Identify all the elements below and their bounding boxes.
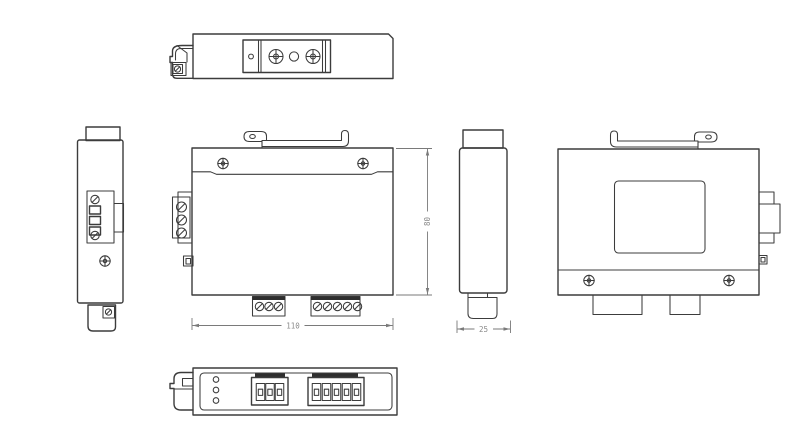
screw-icon xyxy=(583,274,595,287)
device-outline xyxy=(192,33,394,80)
screw-icon xyxy=(723,274,735,287)
port-hole xyxy=(288,51,300,62)
screw-icon xyxy=(305,48,321,65)
dimension-height: 80 xyxy=(396,148,433,296)
screw-icon xyxy=(357,157,369,170)
face-panel xyxy=(199,372,393,411)
panel-seam-line xyxy=(191,171,394,175)
dimension-depth-label: 25 xyxy=(479,325,488,334)
dimension-depth: 25 xyxy=(456,320,511,334)
din-rail-clip xyxy=(609,130,718,150)
screw-icon xyxy=(99,255,111,267)
led xyxy=(212,397,220,404)
dimension-width-label: 110 xyxy=(286,321,300,330)
bottom-connector-housings xyxy=(592,294,701,316)
left-side-view xyxy=(76,126,125,332)
top-view xyxy=(169,33,394,80)
dimension-height-label: 80 xyxy=(423,217,432,227)
led xyxy=(212,376,220,383)
terminal-5pos-bottom xyxy=(307,373,365,407)
screw-icon xyxy=(217,157,229,170)
side-connector-profile xyxy=(758,191,781,265)
din-rail-clip xyxy=(243,129,350,149)
device-outline xyxy=(458,147,508,294)
led-indicators xyxy=(212,376,220,404)
screw-icon xyxy=(268,48,284,65)
pilot-hole xyxy=(248,53,254,60)
dimension-width: 110 xyxy=(191,318,394,330)
label-plate xyxy=(613,180,706,254)
din-clip-foot xyxy=(467,292,498,320)
device-outline xyxy=(192,367,398,416)
right-side-view xyxy=(458,129,508,320)
connector-panel xyxy=(242,39,332,74)
clip-hole xyxy=(705,134,712,140)
din-rail-tab xyxy=(169,44,194,79)
terminal-3pos-bottom xyxy=(250,373,289,406)
power-terminal-left xyxy=(171,191,193,244)
terminal-block-side xyxy=(86,190,125,244)
case-screw xyxy=(99,255,111,267)
din-clip-foot xyxy=(87,304,117,332)
led xyxy=(212,386,220,394)
rear-view xyxy=(557,130,781,316)
side-nub xyxy=(182,255,194,267)
terminal-3pos xyxy=(251,295,286,317)
terminal-5pos xyxy=(310,295,363,317)
bottom-view xyxy=(169,367,398,416)
clip-hole xyxy=(249,133,256,140)
front-view xyxy=(171,129,394,317)
